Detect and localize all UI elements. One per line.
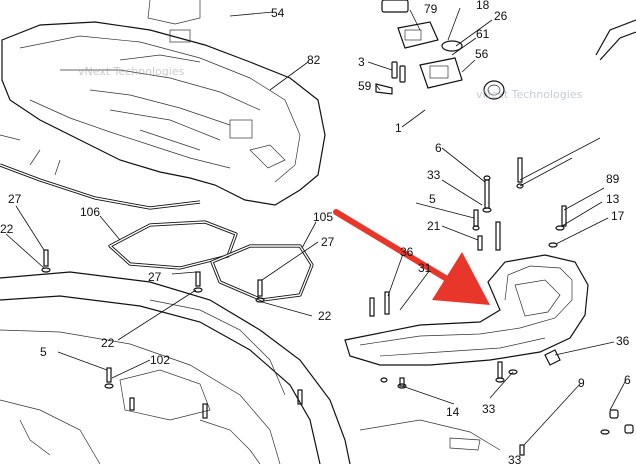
callout-13: 13 (606, 192, 620, 206)
callout-9: 33 (508, 453, 522, 464)
watermark-group: vNext Technologies vNext Technologies (78, 65, 583, 101)
right-hardware (449, 349, 634, 456)
callout-22: 22 (0, 222, 14, 236)
callout-22: 22 (318, 309, 332, 323)
callout-27: 27 (148, 270, 162, 284)
callout-14: 9 (578, 376, 585, 390)
deck-frame-part (0, 0, 326, 206)
callout-33: 33 (427, 168, 441, 182)
seal-strip (0, 163, 201, 210)
callout-3: 3 (358, 55, 365, 69)
callout-82: 82 (307, 53, 321, 67)
callout-106: 106 (80, 205, 100, 219)
callout-17: 17 (611, 209, 625, 223)
callout-89: 89 (606, 172, 620, 186)
callout-79: 79 (424, 2, 438, 16)
callout-22: 102 (150, 353, 170, 367)
callout-61: 61 (476, 27, 490, 41)
callout-18: 18 (476, 0, 490, 12)
watermark: vNext Technologies (78, 65, 185, 78)
callout-26: 26 (494, 9, 508, 23)
callout-33: 6 (624, 373, 631, 387)
callout-54: 54 (271, 6, 285, 20)
callout-27: 27 (321, 235, 335, 249)
callout-5: 36 (400, 245, 414, 259)
callout-31: 31 (418, 261, 432, 275)
callout-102: 36 (616, 334, 630, 348)
callout-21: 21 (427, 219, 441, 233)
callout-36: 33 (482, 402, 496, 416)
callout-6: 6 (435, 141, 442, 155)
hull-body (0, 271, 501, 464)
callout-105: 105 (313, 210, 333, 224)
leader-lines (5, 7, 627, 446)
callout-27: 5 (40, 345, 47, 359)
cover-edge (595, 19, 636, 61)
callout-5: 5 (429, 192, 436, 206)
callout-22: 22 (101, 336, 115, 350)
callout-59: 59 (358, 79, 372, 93)
callout-1: 1 (395, 121, 402, 135)
hull-screws (41, 249, 407, 419)
red-arrow (333, 209, 490, 305)
grab-handle-part (344, 254, 589, 366)
callout-27: 27 (8, 192, 22, 206)
fastener-group (472, 157, 567, 251)
callout-36: 14 (446, 405, 460, 419)
watermark: vNext Technologies (476, 88, 583, 101)
callout-56: 56 (475, 47, 489, 61)
